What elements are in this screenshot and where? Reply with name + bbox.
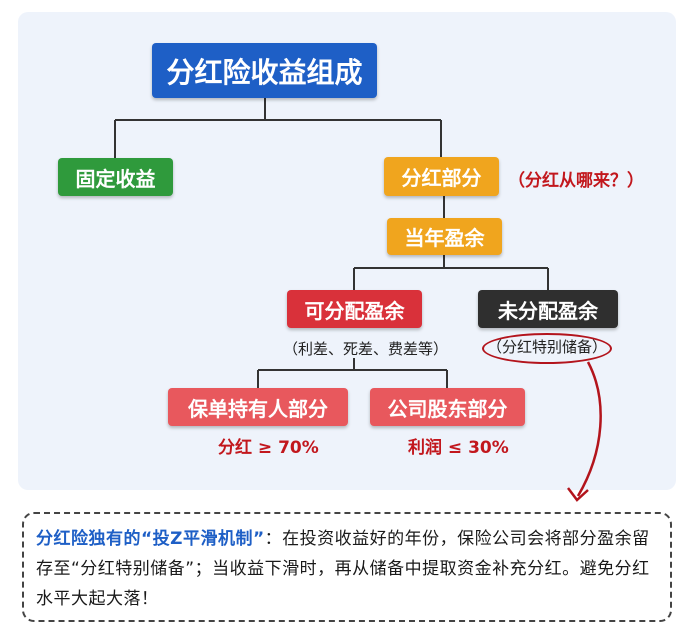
dividend-part-box: 分红部分 <box>384 157 499 196</box>
policyholder-ratio: 分红 ≥ 70% <box>218 438 319 458</box>
fixed-income-box: 固定收益 <box>58 158 173 196</box>
smoothing-note: 分红险独有的“投Z平滑机制”：在投资收益好的年份，保险公司会将部分盈余留存至“分… <box>36 524 661 614</box>
shareholder-ratio: 利润 ≤ 30% <box>408 438 509 458</box>
dividend-source-question: （分红从哪来？） <box>508 171 644 191</box>
distributable-surplus-box: 可分配盈余 <box>287 290 422 328</box>
undistributed-surplus-box: 未分配盈余 <box>478 290 618 328</box>
distributable-sources-note: （利差、死差、费差等） <box>283 340 449 358</box>
shareholder-share-box: 公司股东部分 <box>370 388 525 426</box>
smoothing-note-body: ：在投资收益好的年份，保险公司会将部分盈余留存至“分红特别储备”；当收益下滑时，… <box>36 529 650 609</box>
reserve-arrow-head <box>567 487 589 502</box>
reserve-arrow-curve <box>576 361 602 497</box>
smoothing-note-highlight: 分红险独有的“投Z平滑机制” <box>36 529 265 549</box>
annual-surplus-box: 当年盈余 <box>387 218 502 255</box>
reserve-highlight-oval <box>482 333 612 364</box>
diagram-title: 分红险收益组成 <box>152 43 377 98</box>
smoothing-note-box <box>22 512 672 622</box>
policyholder-share-box: 保单持有人部分 <box>168 388 348 426</box>
special-reserve-label: （分红特别储备） <box>487 338 608 356</box>
